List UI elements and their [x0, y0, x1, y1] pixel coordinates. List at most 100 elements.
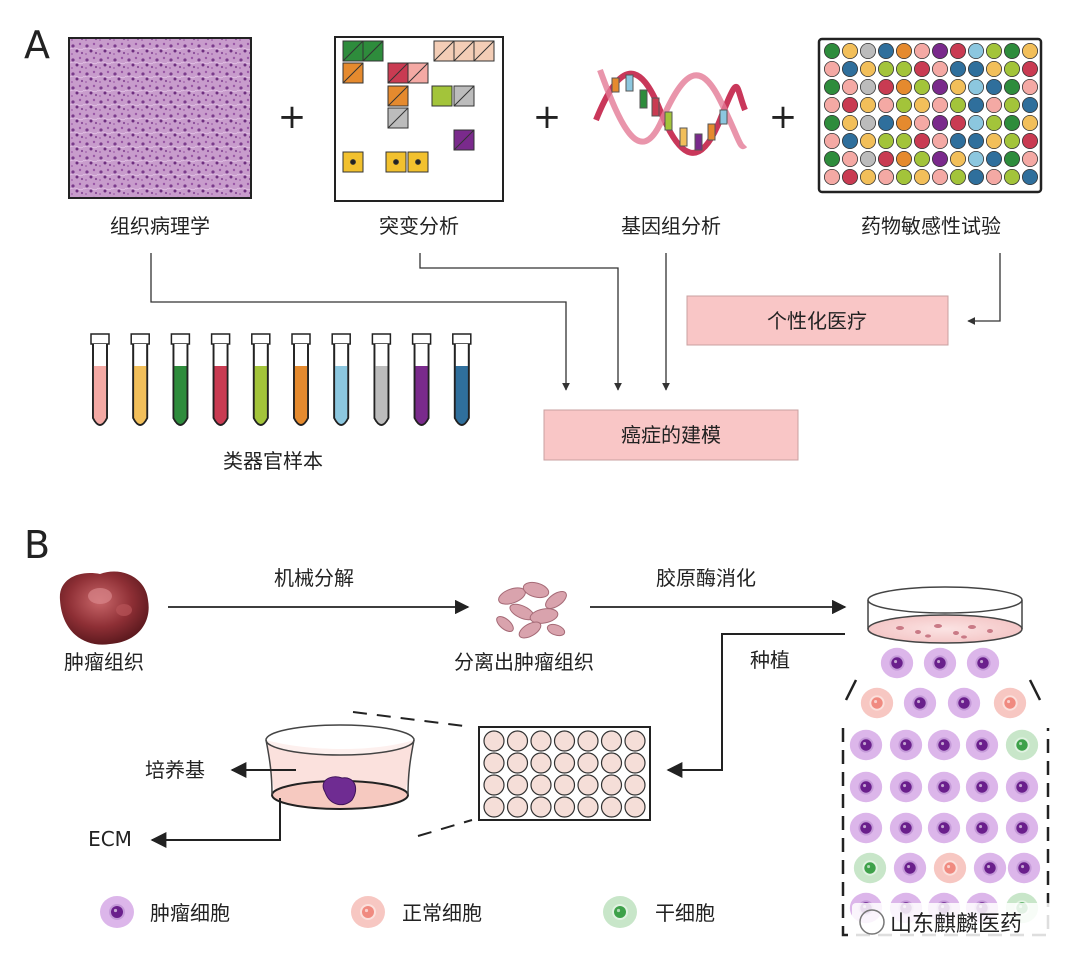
normal-cell	[351, 896, 385, 928]
plus-sign-3: +	[769, 97, 798, 137]
tumor-cell	[927, 771, 961, 803]
plate-well	[932, 115, 949, 132]
watermark-text: 山东麒麟医药	[890, 912, 1022, 937]
plate-well	[914, 115, 931, 132]
plate-well	[824, 79, 841, 96]
plate-well	[878, 150, 895, 167]
cancer-modeling-label: 癌症的建模	[621, 423, 721, 447]
plate-well	[896, 150, 913, 167]
culture-well	[600, 752, 623, 774]
plate-well	[860, 97, 877, 114]
plate-well	[824, 43, 841, 60]
plate-well	[1022, 150, 1039, 167]
culture-well	[624, 774, 646, 796]
plate-well	[1004, 61, 1021, 78]
plate-well	[842, 132, 859, 149]
stem-cell	[1005, 729, 1039, 761]
plate-well	[968, 43, 985, 60]
genomic-analysis-label: 基因组分析	[621, 214, 721, 238]
plate-well	[914, 43, 931, 60]
tumor-cell	[893, 852, 927, 884]
culture-well	[530, 774, 552, 796]
plate-well	[914, 79, 931, 96]
culture-well	[624, 730, 646, 752]
normal-cell	[933, 852, 967, 884]
culture-well	[530, 796, 552, 818]
plate-well	[914, 61, 931, 78]
wechat-icon	[859, 909, 885, 935]
culture-well	[553, 752, 576, 774]
plate-well	[986, 132, 1003, 149]
normal-cell	[860, 687, 894, 719]
plate-well	[842, 150, 859, 167]
plate-well	[932, 97, 949, 114]
plate-well	[878, 168, 895, 185]
plate-well	[1022, 79, 1039, 96]
mechanical-dissociation-label: 机械分解	[274, 566, 354, 590]
isolated-tissue-label: 分离出肿瘤组织	[454, 650, 594, 674]
plate-well	[968, 97, 985, 114]
tumor-cell	[927, 729, 961, 761]
organoid-tubes	[90, 333, 472, 426]
tumor-cell	[903, 687, 937, 719]
tumor-cell	[849, 771, 883, 803]
plate-well	[896, 132, 913, 149]
plate-well	[986, 97, 1003, 114]
petri-dish	[867, 586, 1023, 644]
zoom-lines	[352, 711, 473, 837]
plate-well	[1004, 79, 1021, 96]
tumor-cell	[100, 896, 134, 928]
plate-well	[914, 97, 931, 114]
plate-well	[824, 97, 841, 114]
plate-well	[950, 43, 967, 60]
normal-cell	[993, 687, 1027, 719]
plate-well	[1004, 132, 1021, 149]
plate-well	[968, 168, 985, 185]
plate-well	[878, 115, 895, 132]
panel-a-connectors	[150, 253, 1001, 391]
histopathology-label: 组织病理学	[110, 214, 210, 238]
culture-well-plate	[478, 726, 651, 821]
plate-well	[824, 168, 841, 185]
culture-well	[530, 752, 552, 774]
culture-well	[600, 796, 623, 818]
culture-well	[553, 774, 576, 796]
plate-well	[860, 115, 877, 132]
collagenase-digestion-label: 胶原酶消化	[656, 566, 756, 590]
plate-well	[860, 168, 877, 185]
sample-tube	[371, 333, 392, 426]
legend-tumor-cell-label: 肿瘤细胞	[150, 901, 230, 925]
culture-well	[553, 730, 576, 752]
panel-a-letter: A	[24, 23, 50, 67]
plate-well	[986, 61, 1003, 78]
plate-well	[950, 150, 967, 167]
culture-well	[506, 730, 529, 752]
drug-sensitivity-plate	[817, 37, 1043, 194]
culture-well	[600, 730, 623, 752]
plate-well	[914, 132, 931, 149]
plate-well	[968, 132, 985, 149]
plate-well	[986, 115, 1003, 132]
plate-well	[950, 132, 967, 149]
tumor-cell	[927, 812, 961, 844]
plate-well	[896, 97, 913, 114]
sample-tube	[331, 333, 351, 426]
culture-well	[506, 796, 529, 818]
cell-population-zoom	[841, 647, 1050, 937]
plate-well	[878, 97, 895, 114]
plate-well	[968, 79, 985, 96]
plate-well	[842, 115, 859, 132]
tumor-cell	[966, 647, 1000, 679]
plate-well	[914, 168, 931, 185]
isolated-tissue-fragments	[496, 581, 567, 639]
tumor-cell	[1007, 852, 1041, 884]
sample-tube	[291, 333, 311, 426]
culture-well	[600, 774, 623, 796]
plate-well	[950, 79, 967, 96]
plate-well	[842, 97, 859, 114]
plate-well	[968, 61, 985, 78]
plate-well	[986, 79, 1003, 96]
culture-well	[577, 752, 599, 774]
culture-well	[624, 752, 646, 774]
